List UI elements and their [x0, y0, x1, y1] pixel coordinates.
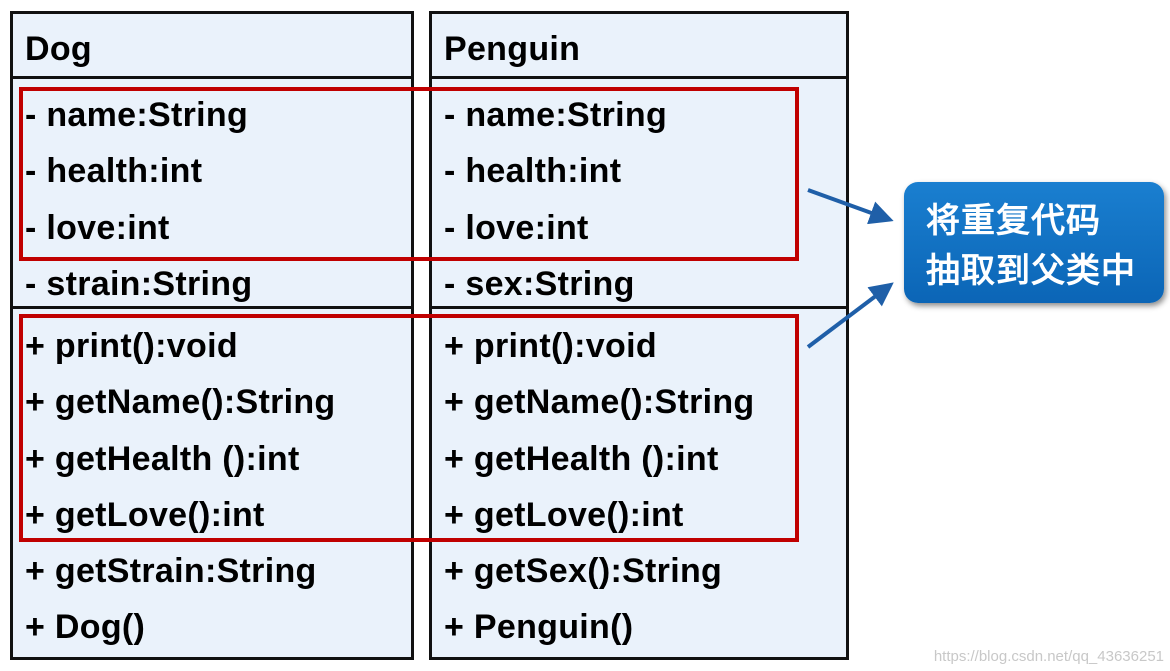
- dog-attribute-divider: [13, 306, 411, 309]
- penguin-method: + getLove():int: [444, 495, 684, 534]
- penguin-attribute: - sex:String: [444, 264, 635, 303]
- dog-attribute: - health:int: [25, 152, 203, 191]
- penguin-attribute: - love:int: [444, 208, 589, 247]
- penguin-attribute-list: - name:String - health:int - love:int - …: [444, 93, 667, 318]
- watermark: https://blog.csdn.net/qq_43636251: [933, 648, 1164, 665]
- dog-method: + getName():String: [25, 383, 336, 422]
- dog-attribute-list: - name:String - health:int - love:int - …: [25, 93, 252, 318]
- dog-method-list: + print():void + getName():String + getH…: [25, 324, 336, 662]
- dog-class-box: Dog - name:String - health:int - love:in…: [10, 11, 414, 660]
- dog-method: + getLove():int: [25, 495, 265, 534]
- dog-method: + getHealth ():int: [25, 439, 300, 478]
- penguin-attribute-divider: [432, 306, 846, 309]
- penguin-method: + getSex():String: [444, 552, 723, 591]
- dog-attribute: - love:int: [25, 208, 170, 247]
- dog-attribute: - name:String: [25, 96, 249, 134]
- shared-attributes-highlight: [19, 87, 799, 261]
- dog-name-divider: [13, 76, 411, 79]
- dog-method: + Dog(): [25, 608, 146, 647]
- penguin-method: + getHealth ():int: [444, 439, 719, 478]
- refactor-callout: 将重复代码 抽取到父类中: [904, 182, 1164, 303]
- callout-line-1: 将重复代码: [926, 202, 1101, 240]
- penguin-method: + getName():String: [444, 383, 755, 422]
- callout-line-2: 抽取到父类中: [926, 252, 1136, 290]
- arrow-to-callout-lower: [806, 282, 894, 349]
- dog-method: + getStrain:String: [25, 552, 317, 591]
- penguin-method: + print():void: [444, 327, 657, 365]
- arrow-to-callout-upper: [807, 188, 894, 225]
- penguin-class-name: Penguin: [444, 30, 581, 68]
- shared-methods-highlight: [19, 314, 799, 542]
- dog-class-name: Dog: [25, 30, 92, 68]
- dog-method: + print():void: [25, 327, 238, 365]
- penguin-class-box: Penguin - name:String - health:int - lov…: [429, 11, 849, 660]
- penguin-name-divider: [432, 76, 846, 79]
- penguin-method-list: + print():void + getName():String + getH…: [444, 324, 755, 662]
- penguin-method: + Penguin(): [444, 608, 634, 647]
- penguin-attribute: - name:String: [444, 96, 668, 134]
- dog-attribute: - strain:String: [25, 264, 253, 303]
- penguin-attribute: - health:int: [444, 152, 622, 191]
